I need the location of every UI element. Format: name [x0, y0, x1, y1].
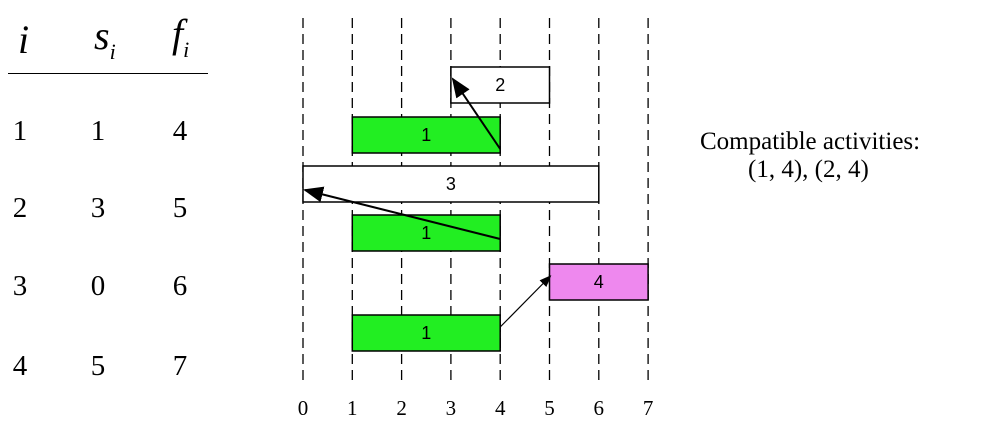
header-fi-base: f	[172, 11, 184, 56]
header-i-text: i	[18, 17, 30, 62]
activity-table: i si fi 1 1 4 2 3 5 3 0 6 4 5 7	[0, 0, 220, 423]
table-cell: 3	[90, 192, 106, 224]
activity-bar-3	[302, 165, 600, 203]
table-cell: 3	[12, 270, 28, 302]
activity-bar-label: 1	[421, 125, 431, 145]
table-cell: 4	[12, 350, 28, 382]
axis-ticks: 0 1 2 3 4 5 6 7	[298, 396, 654, 420]
arrow-1-to-4	[499, 275, 552, 328]
tick-label: 4	[495, 396, 506, 420]
header-si: si	[94, 16, 116, 63]
arrows	[303, 77, 552, 328]
compatible-activities-note: Compatible activities: (1, 4), (2, 4)	[700, 128, 990, 184]
table-cell: 2	[12, 192, 28, 224]
activity-bar-label: 3	[446, 174, 456, 194]
header-divider	[8, 73, 208, 74]
arrow-1-to-3	[303, 186, 501, 240]
table-cell: 4	[172, 115, 188, 147]
header-si-base: s	[94, 13, 110, 58]
activity-bar-1	[351, 314, 501, 352]
table-cell: 1	[12, 115, 28, 147]
tick-label: 7	[643, 396, 654, 420]
activity-bars: 2 1 3 1 4 1	[302, 66, 649, 352]
tick-label: 3	[446, 396, 457, 420]
activity-bar-label: 2	[495, 75, 505, 95]
tick-label: 0	[298, 396, 309, 420]
table-cell: 0	[90, 270, 106, 302]
tick-label: 5	[544, 396, 555, 420]
arrow-1-to-2	[451, 77, 502, 150]
header-i: i	[18, 20, 29, 60]
table-cell: 5	[90, 350, 106, 382]
table-cell: 5	[172, 192, 188, 224]
table-cell: 6	[172, 270, 188, 302]
activity-bar-4	[548, 263, 649, 301]
header-fi: fi	[172, 14, 189, 61]
header-si-sub: i	[109, 39, 116, 64]
header-fi-sub: i	[183, 37, 190, 62]
activity-bar-1	[351, 116, 501, 154]
activity-bar-label: 4	[594, 272, 604, 292]
note-pairs: (1, 4), (2, 4)	[748, 156, 869, 183]
tick-label: 2	[396, 396, 407, 420]
activity-bar-label: 1	[421, 223, 431, 243]
table-cell: 7	[172, 350, 188, 382]
table-cell: 1	[90, 115, 106, 147]
activity-bar-label: 1	[421, 323, 431, 343]
tick-label: 1	[347, 396, 358, 420]
note-title: Compatible activities:	[700, 128, 921, 155]
tick-label: 6	[594, 396, 605, 420]
